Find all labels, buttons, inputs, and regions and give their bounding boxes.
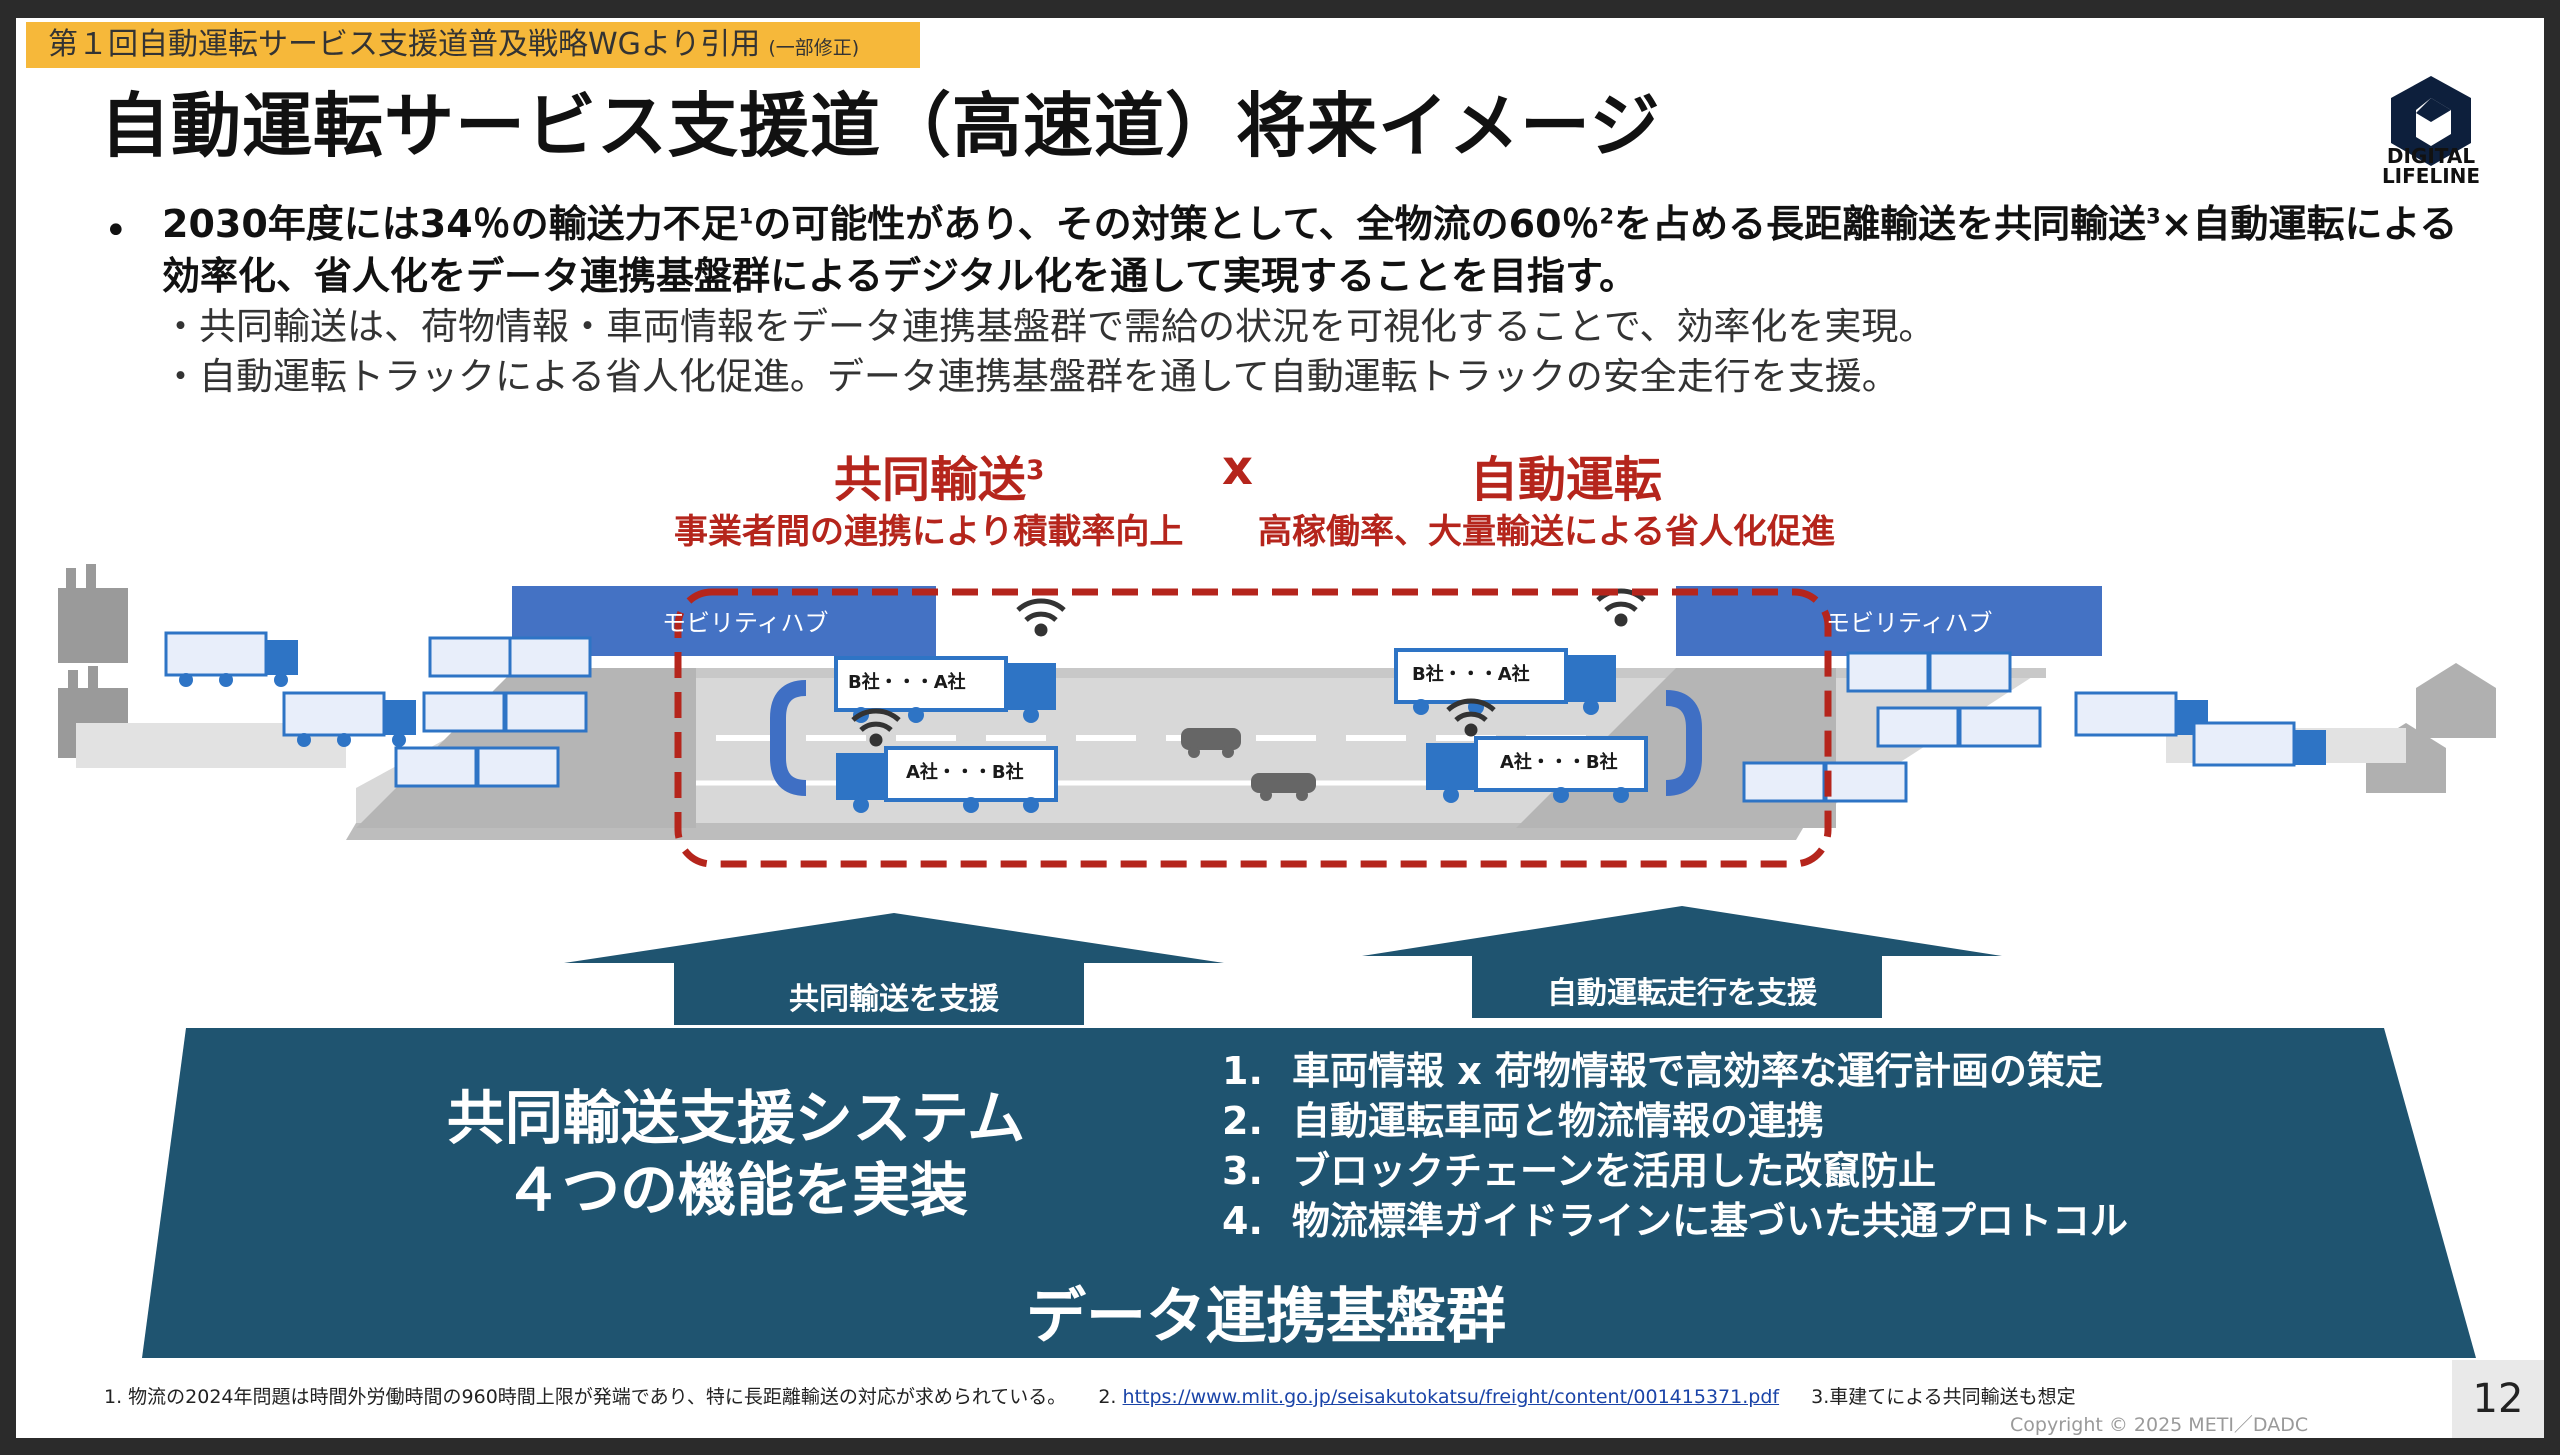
exchange-arrow-right-icon [1665, 690, 1702, 796]
footnote-2-prefix: 2. [1098, 1386, 1117, 1408]
sub-bullet-1: ・共同輸送は、荷物情報・車両情報をデータ連携基盤群で需給の状況を可視化することで… [162, 305, 1936, 348]
car-icon [1181, 728, 1316, 801]
function-num: 4. [1222, 1199, 1263, 1243]
footnote-ref-3: 3 [2146, 204, 2161, 229]
function-text: 自動運転車両と物流情報の連携 [1292, 1099, 1825, 1143]
source-tag-text: 第１回自動運転サービス支援道普及戦略WGより引用 [48, 27, 761, 62]
bullet-main: 2030年度には34％の輸送力不足1の可能性があり、その対策として、全物流の60… [162, 198, 2492, 302]
function-num: 3. [1222, 1149, 1263, 1193]
slide: 第１回自動運転サービス支援道普及戦略WGより引用 (一部修正) 自動運転サービス支… [16, 18, 2544, 1438]
footnote-ref-1: 1 [738, 204, 754, 229]
system-trapezoid [142, 1028, 2476, 1358]
data-platform-label: データ連携基盤群 [1026, 1282, 1506, 1352]
highway-diagram [58, 564, 2496, 868]
truck-label-a-to-b-2: A社・・・B社 [1500, 752, 1618, 773]
truck-label-b-to-a-2: B社・・・A社 [1412, 664, 1530, 685]
bullet-part4: ×自動運転による効率化、省人化をデータ連携基盤群によるデジタル化を通して実現する… [162, 202, 2458, 298]
support-arrow-right [1362, 906, 2002, 1018]
function-text: ブロックチェーンを活用した改竄防止 [1292, 1149, 1937, 1193]
autonomous-heading: 自動運転 [1470, 452, 1663, 508]
system-title-line2: ４つの機能を実装 [503, 1156, 968, 1224]
joint-transport-heading: 共同輸送3 [834, 440, 1044, 510]
function-text: 車両情報 x 荷物情報で高効率な運行計画の策定 [1292, 1049, 2103, 1093]
function-item: 4. 物流標準ガイドラインに基づいた共通プロトコル [1222, 1196, 2128, 1246]
sub-bullet-2: ・自動運転トラックによる省人化促進。データ連携基盤群を通して自動運転トラックの安… [162, 355, 1899, 398]
digital-lifeline-logo-icon [2391, 76, 2471, 166]
copyright: Copyright © 2025 METI／DADC [2010, 1414, 2309, 1436]
collaboration-frame [674, 588, 1832, 868]
truck-icon [836, 746, 1058, 813]
footnote-ref-2: 2 [1599, 204, 1615, 229]
footnote-2-link[interactable]: https://www.mlit.go.jp/seisakutokatsu/fr… [1122, 1386, 1780, 1408]
page-title: 自動運転サービス支援道（高速道）将来イメージ [100, 85, 1661, 167]
source-tag: 第１回自動運転サービス支援道普及戦略WGより引用 (一部修正) [26, 22, 920, 68]
bullet-dot: • [104, 208, 128, 254]
truck-icon [1394, 648, 1616, 715]
cross-symbol: x [1222, 440, 1253, 496]
hub-right-box [1676, 586, 2102, 656]
joint-transport-heading-text: 共同輸送 [834, 452, 1027, 508]
footnote-3: 3.車建てによる共同輸送も想定 [1811, 1386, 2076, 1408]
joint-transport-subheading: 事業者間の連携により積載率向上 [674, 512, 1184, 552]
truck-label-a-to-b-1: A社・・・B社 [906, 762, 1024, 783]
autonomous-subheading: 高稼働率、大量輸送による省人化促進 [1258, 512, 1835, 552]
wifi-icon [851, 588, 1646, 747]
support-arrow-right-label: 自動運転走行を支援 [1547, 976, 1817, 1011]
hub-right-label: モビリティハブ [1826, 609, 1993, 637]
bullet-part1: 2030年度には34％の輸送力不足 [162, 202, 739, 246]
bullet-part2: の可能性があり、その対策として、全物流の60％ [753, 202, 1600, 246]
hub-left-label: モビリティハブ [662, 609, 829, 637]
support-arrow-left-label: 共同輸送を支援 [789, 982, 999, 1017]
function-list: 1. 車両情報 x 荷物情報で高効率な運行計画の策定 2. 自動運転車両と物流情報の… [1222, 1046, 2128, 1246]
footnote-ref-3-heading: 3 [1026, 455, 1045, 486]
logo-line1: DIGITAL [2386, 144, 2476, 168]
bullet-part3: を占める長距離輸送を共同輸送 [1614, 202, 2147, 246]
source-tag-note: (一部修正) [768, 37, 860, 59]
function-item: 1. 車両情報 x 荷物情報で高効率な運行計画の策定 [1222, 1046, 2128, 1096]
support-arrow-left [564, 913, 1224, 1025]
truck-icon [834, 656, 1056, 723]
footnotes: 1. 物流の2024年問題は時間外労働時間の960時間上限が発端であり、特に長距… [104, 1382, 2076, 1409]
function-num: 1. [1222, 1049, 1263, 1093]
footnote-1: 1. 物流の2024年問題は時間外労働時間の960時間上限が発端であり、特に長距… [104, 1386, 1067, 1408]
exchange-arrow-left-icon [770, 680, 807, 796]
page-number: 12 [2452, 1360, 2544, 1438]
logo-line2: LIFELINE [2381, 164, 2481, 188]
truck-label-b-to-a-1: B社・・・A社 [848, 672, 966, 693]
function-text: 物流標準ガイドラインに基づいた共通プロトコル [1292, 1199, 2129, 1243]
function-item: 2. 自動運転車両と物流情報の連携 [1222, 1096, 2128, 1146]
truck-icon [1426, 736, 1648, 803]
function-num: 2. [1222, 1099, 1263, 1143]
function-item: 3. ブロックチェーンを活用した改竄防止 [1222, 1146, 2128, 1196]
system-title-line1: 共同輸送支援システム [446, 1084, 1026, 1152]
logo-text: DIGITAL LIFELINE [2356, 146, 2506, 186]
system-title: 共同輸送支援システム ４つの機能を実装 [316, 1082, 1156, 1226]
